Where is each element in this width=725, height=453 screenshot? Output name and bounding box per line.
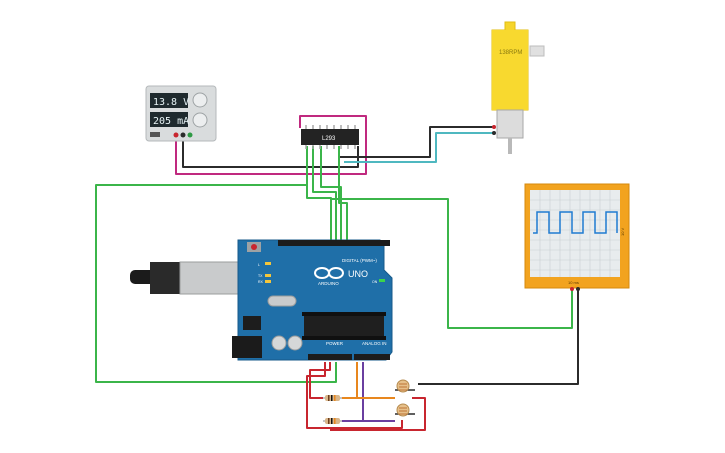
terminal-positive[interactable] [173,132,179,138]
voltage-display [150,93,188,108]
power-header-label: POWER [326,341,344,346]
led-rx [265,280,271,283]
wire-ctrl-2 [312,146,337,240]
digital-header-label: DIGITAL (PWM~) [342,258,377,263]
usb-port[interactable] [179,261,243,295]
scope-time-label: 10 ms [568,280,579,285]
wire-red-left [306,362,403,429]
current-knob[interactable] [192,112,208,128]
usb-cable-housing [150,262,180,294]
terminal-ground[interactable] [187,132,193,138]
photoresistor-2[interactable] [396,403,410,417]
tx-label: TX [258,274,263,278]
terminal-negative[interactable] [180,132,186,138]
wire-scope-ground [418,288,579,385]
voltage-readout: 13.8 V [153,97,189,108]
wire-motor-a [338,126,494,158]
usb-cable-plug [130,270,156,284]
analog-header[interactable] [354,354,390,360]
rx-label: RX [258,280,264,284]
voltage-regulator [243,316,261,330]
scope-volts-label: 10 V [620,227,625,236]
resistor-2[interactable] [323,418,342,424]
wire-gnd-loop [95,184,337,383]
wire-ctrl-4 [338,146,348,240]
on-label: ON [372,280,378,284]
uno-label: UNO [348,269,368,279]
current-display [150,112,188,127]
scope-input-positive[interactable] [570,287,574,291]
wire-scope-signal [331,198,573,329]
led-on [379,279,385,282]
oscilloscope[interactable]: 10 V 10 ms [524,183,630,291]
wire-ctrl-1 [306,146,332,240]
brand-label: ARDUINO [318,281,339,286]
motor-terminal-b[interactable] [492,131,496,135]
motor-rpm-label: 138RPM [499,50,522,56]
photoresistor-1[interactable] [396,379,410,393]
atmega-chip [304,316,384,336]
power-supply[interactable]: 13.8 V 205 mA [145,85,217,142]
power-header[interactable] [308,354,352,360]
scope-input-negative[interactable] [576,287,580,291]
crystal [267,295,297,307]
wire-motor-b [344,132,494,163]
l-label: L [258,263,260,267]
scope-waveform [533,211,618,234]
capacitor-2 [287,335,303,351]
wire-analog-a1 [342,362,364,422]
voltage-knob[interactable] [192,92,208,108]
chip-label: L293 [322,136,336,142]
current-readout: 205 mA [153,116,189,127]
power-jack[interactable] [232,336,262,358]
motor-terminal-a[interactable] [492,125,496,129]
arduino-logo [314,267,344,279]
resistor-1[interactable] [323,395,342,401]
wire-supply-positive [175,115,367,175]
arduino-uno[interactable]: DIGITAL (PWM~) UNO ARDUINO TX RX L ON [130,239,393,361]
analog-header-label: ANALOG IN [362,341,387,346]
wire-red-right [309,362,426,431]
wire-ctrl-3 [320,146,342,240]
atmega-socket [302,312,386,316]
digital-header[interactable] [278,240,390,246]
led-tx [265,274,271,277]
led-l [265,262,271,265]
motor-driver-chip[interactable]: L293 [301,125,359,149]
wires [95,115,579,431]
dc-motor[interactable]: 138RPM [491,21,545,154]
capacitor-1 [271,335,287,351]
supply-switch[interactable] [150,132,160,137]
wire-analog-a0 [342,362,358,399]
